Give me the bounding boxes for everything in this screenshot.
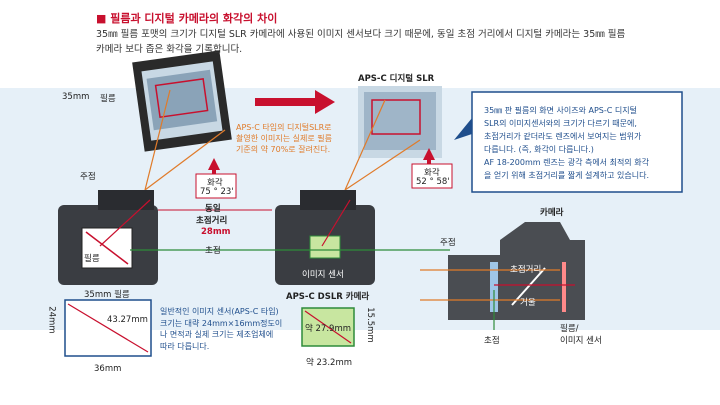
sensor-label: 이미지 센서 — [302, 270, 344, 280]
intro-line-1: 35㎜ 필름 포맷의 크기가 디지털 SLR 카메라에 사용된 이미지 센서보다… — [96, 29, 626, 40]
film-angle-value: 75 ° 23' — [200, 187, 234, 197]
camera-film-sensor-label: 필름/ — [560, 324, 579, 334]
dslr-caption: APS-C DSLR 카메라 — [286, 292, 370, 302]
aps-note-line: APS-C 타입의 디지털SLR로 — [236, 123, 332, 132]
dslr-camera — [275, 190, 375, 285]
film-diag-label: 43.27mm — [107, 315, 148, 325]
camera-mirror-label: 거울 — [520, 298, 536, 308]
film-angle-label: 화각 — [207, 178, 223, 188]
apsc-angle-value: 52 ° 58' — [416, 177, 450, 187]
film-view-line-1 — [144, 89, 171, 191]
dslr-focal-line — [321, 199, 351, 247]
film-height-label: 24mm — [46, 306, 57, 334]
apsc-label: APS-C 디지털 SLR — [358, 74, 435, 84]
apsc-photo — [358, 86, 442, 158]
film-label: 필름 — [100, 94, 116, 104]
sensor-height-label: 15.5mm — [364, 307, 375, 343]
apsc-angle-arrow — [423, 148, 435, 166]
film-size-desc: 일반적인 이미지 센서(APS-C 타입) 크기는 대략 24mm×16mm정도… — [160, 306, 282, 352]
same-focal-label: 동일 — [205, 204, 221, 214]
apsc-angle-box — [411, 163, 453, 189]
intro-line-2: 카메라 보다 좁은 화각을 기록합니다. — [96, 44, 243, 55]
sensor-width-label: 약 23.2mm — [306, 358, 353, 368]
aps-note: APS-C 타입의 디지털SLR로 촬영한 이미지는 실제로 필름 기준의 약 … — [236, 122, 332, 155]
apsc-angle-label: 화각 — [424, 168, 440, 178]
principal-point-label: 주점 — [80, 172, 96, 182]
film-angle-arrow — [208, 158, 220, 176]
film-diagonal — [67, 303, 149, 353]
film-width-label: 36mm — [94, 364, 122, 374]
callout-line: 다릅니다. (즉, 화각이 다릅니다.) — [484, 145, 594, 154]
camera-principal-label: 주점 — [440, 238, 456, 248]
apsc-view-line-2 — [344, 139, 421, 191]
film-size-desc-line: 따라 다릅니다. — [160, 341, 210, 351]
film-view-line-2 — [144, 129, 226, 191]
sensor-diagonal — [304, 310, 352, 344]
film-size-desc-line: 일반적인 이미지 센서(APS-C 타입) — [160, 307, 279, 316]
camera-film-sensor-label-2: 이미지 센서 — [560, 336, 602, 346]
focus-label: 초점 — [205, 246, 221, 256]
camera-focus-label: 초점 — [484, 336, 500, 346]
page-title: ■ 필름과 디지털 카메라의 화각의 차이 — [96, 12, 278, 25]
camera-cross-section — [448, 222, 585, 320]
same-focal-label-2: 초점거리 — [196, 216, 228, 226]
callout-line: 초점거리가 같더라도 렌즈에서 보여지는 범위가 — [484, 132, 642, 141]
camera-title: 카메라 — [540, 208, 564, 218]
callout-line: SLR의 이미지센서와의 크기가 다르기 때문에, — [484, 119, 637, 128]
film-size-title: 35mm 필름 — [84, 290, 130, 300]
film-35mm-label: 35mm — [62, 92, 90, 102]
aps-note-line: 촬영한 이미지는 실제로 필름 — [236, 134, 332, 143]
callout-line: 을 얻기 위해 초점거리를 짧게 설계하고 있습니다. — [484, 171, 649, 180]
aps-note-line: 기준의 약 70%로 잘려진다. — [236, 145, 331, 154]
callout-text: 35㎜ 판 필름의 화면 사이즈와 APS-C 디지털 SLR의 이미지센서와의… — [484, 104, 649, 182]
apsc-view-line-1 — [344, 99, 386, 191]
film-in-camera-label: 필름 — [84, 254, 100, 264]
callout-box — [471, 91, 683, 193]
film-size-desc-line: 나 면적과 실제 크기는 제조업체에 — [160, 330, 274, 339]
film-size-desc-line: 크기는 대략 24mm×16mm정도이 — [160, 318, 283, 328]
film-focal-line — [99, 199, 151, 247]
focal-value: 28mm — [201, 227, 231, 237]
callout-line: AF 18-200mm 렌즈는 광각 측에서 최적의 화각 — [484, 158, 649, 167]
callout-pointer — [454, 118, 472, 140]
callout-line: 35㎜ 판 필름의 화면 사이즈와 APS-C 디지털 — [484, 106, 637, 115]
film-camera — [58, 190, 158, 285]
film-angle-box — [195, 173, 237, 199]
big-red-arrow — [255, 90, 335, 114]
camera-focal-dist-label: 초점거리 — [510, 265, 542, 275]
sensor-diag-label: 약 27.9mm — [305, 324, 352, 334]
